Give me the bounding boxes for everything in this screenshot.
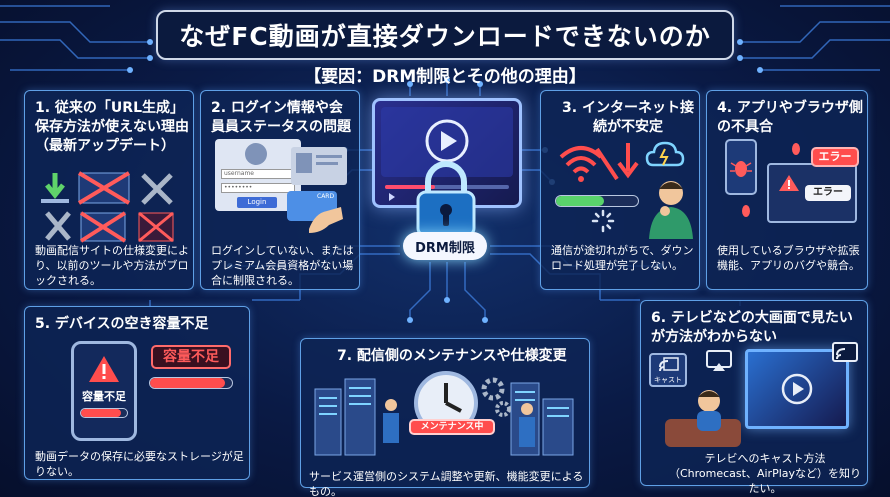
login-form: username •••••••• Login xyxy=(215,139,301,211)
card-reason-2: 2. ログイン情報や会員員ステータスの問題 username •••••••• … xyxy=(200,90,360,290)
hand-icon xyxy=(309,207,343,233)
worried-person-icon xyxy=(649,181,693,239)
warning-icon xyxy=(89,356,119,382)
card-reason-5: 5. デバイスの空き容量不足 容量不足 容量不足 動画データの保存に必要なストレ… xyxy=(24,306,250,480)
bug-icon-bottom xyxy=(742,205,750,217)
card-2-desc: ログインしていない、またはプレミアム会員資格がない場合に制限される。 xyxy=(211,244,354,287)
cast-label: キャスト xyxy=(654,376,682,384)
maintenance-label: メンテナンス中 xyxy=(409,419,495,435)
card-7-desc: サービス運営側のシステム調整や更新、機能変更によるもの。 xyxy=(309,470,584,497)
phone-storage-icon: 容量不足 xyxy=(71,341,137,441)
arrow-down-icon xyxy=(617,143,639,179)
credit-card-icon: CARD xyxy=(287,191,337,221)
drm-label: DRM制限 xyxy=(403,232,487,260)
card-reason-3: 3. インターネット接続が不安定 通信が途切れがちで、ダウンロード処理が完了しな… xyxy=(540,90,700,290)
bug-icon xyxy=(730,161,752,177)
cloud-icon xyxy=(645,141,685,167)
tv-play-icon xyxy=(781,373,813,405)
card-5-title: 5. デバイスの空き容量不足 xyxy=(35,316,209,332)
maintenance-illustration xyxy=(314,371,574,456)
card-1-title: 1. 従来の「URL生成」保存方法が使えない理由（最新アップデート） xyxy=(35,100,189,154)
card-reason-7: 7. 配信側のメンテナンスや仕様変更 メンテナンス中 サービ xyxy=(300,338,590,497)
card-3-desc: 通信が途切れがちで、ダウンロード処理が完了しない。 xyxy=(551,244,694,272)
page-title: なぜFC動画が直接ダウンロードできないのか xyxy=(179,22,711,51)
login-button: Login xyxy=(237,197,277,208)
loading-spinner-icon xyxy=(591,209,615,233)
card-6-desc: テレビへのキャスト方法（Chromecast、AirPlayなど）を知りたい。 xyxy=(668,452,862,495)
gear-icon xyxy=(481,377,511,417)
page-subtitle: 【要因：DRM制限とその他の理由】 xyxy=(304,67,586,87)
password-field: •••••••• xyxy=(221,183,295,193)
card-reason-4: 4. アプリやブラウザ側の不具合 エラー エラー 使用しているブラウザや拡張機能… xyxy=(706,90,868,290)
storage-warning-badge: 容量不足 xyxy=(151,345,231,369)
play-icon xyxy=(381,107,513,201)
laptop-icon: エラー xyxy=(767,163,857,223)
warning-icon xyxy=(779,175,799,191)
wifi-weak-icon xyxy=(559,146,619,182)
card-1-desc: 動画配信サイトの仕様変更により、以前のツールや方法がブロックされる。 xyxy=(35,244,189,287)
id-card-icon xyxy=(291,147,347,185)
card-reason-6: 6. テレビなどの大画面で見たいが方法がわからない キャスト テレビへのキャスト… xyxy=(640,300,868,495)
bug-icon-small xyxy=(792,143,800,155)
padlock-icon xyxy=(416,161,476,238)
card-3-title: 3. インターネット接続が不安定 xyxy=(562,100,694,135)
username-field: username xyxy=(221,169,295,179)
worker-icon xyxy=(383,399,535,447)
storage-bar-phone xyxy=(80,408,128,418)
error-label-top: エラー xyxy=(811,147,859,167)
title-banner: なぜFC動画が直接ダウンロードできないのか xyxy=(156,10,734,60)
person-sofa-icon xyxy=(665,390,741,447)
card-reason-1: 1. 従来の「URL生成」保存方法が使えない理由（最新アップデート） 動画配信サ… xyxy=(24,90,194,290)
card-7-title: 7. 配信側のメンテナンスや仕様変更 xyxy=(337,348,567,364)
card-4-desc: 使用しているブラウザや拡張機能、アプリのバグや競合。 xyxy=(717,244,860,272)
cast-button-icon: キャスト xyxy=(649,353,687,387)
blocked-tools-icon xyxy=(41,171,174,243)
card-6-title: 6. テレビなどの大画面で見たいが方法がわからない xyxy=(651,310,853,345)
card-5-desc: 動画データの保存に必要なストレージが足りない。 xyxy=(35,450,244,478)
storage-phone-label: 容量不足 xyxy=(82,390,126,403)
phone-icon xyxy=(725,139,757,195)
card-2-title: 2. ログイン情報や会員員ステータスの問題 xyxy=(211,100,351,135)
download-progress-bar xyxy=(555,195,639,207)
airplay-icon xyxy=(706,350,732,371)
server-rack-icon xyxy=(314,378,574,456)
error-label-laptop: エラー xyxy=(805,185,851,201)
cast-icon xyxy=(832,342,858,362)
storage-bar xyxy=(149,377,233,389)
tv-screen-icon xyxy=(745,349,849,429)
avatar-icon xyxy=(245,143,267,165)
video-player-screen xyxy=(372,98,522,208)
card-4-title: 4. アプリやブラウザ側の不具合 xyxy=(717,100,863,135)
